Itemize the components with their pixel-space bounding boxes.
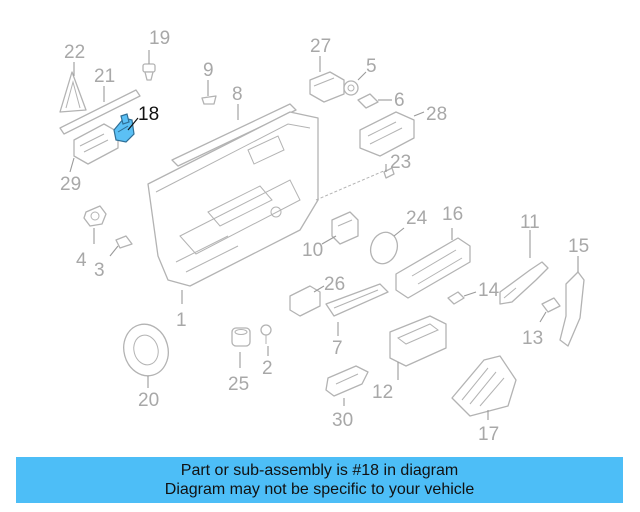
- part-25-grommet: [231, 327, 251, 347]
- part-3-cap: [115, 235, 133, 249]
- callout-15: 15: [568, 236, 589, 257]
- callout-11: 11: [520, 212, 540, 233]
- part-23-rod: [315, 167, 395, 201]
- part-10-bracket: [331, 211, 359, 245]
- callout-2: 2: [262, 358, 273, 379]
- part-27-switch: [309, 71, 345, 103]
- callout-30: 30: [332, 410, 353, 431]
- callout-23: 23: [390, 152, 411, 173]
- part-17-lower-trim: [451, 355, 517, 417]
- callout-13: 13: [522, 328, 543, 349]
- callout-29: 29: [60, 174, 81, 195]
- part-4-handle: [83, 205, 107, 227]
- banner-line-1: Part or sub-assembly is #18 in diagram: [180, 462, 459, 479]
- callout-6: 6: [394, 90, 405, 111]
- callout-24: 24: [406, 208, 428, 229]
- callout-12: 12: [372, 382, 393, 403]
- callout-7: 7: [332, 338, 343, 359]
- part-30-inner-handle: [325, 365, 369, 397]
- part-9-clip: [201, 95, 217, 105]
- part-15-vertical-trim: [559, 271, 585, 347]
- callout-28: 28: [426, 104, 447, 125]
- part-22-mirror-trim: [59, 71, 87, 113]
- callout-21: 21: [94, 66, 115, 87]
- part-28-switch-panel: [359, 111, 415, 157]
- callout-9: 9: [203, 60, 214, 81]
- banner-line-2: Diagram may not be specific to your vehi…: [164, 481, 475, 498]
- callout-26: 26: [324, 274, 345, 295]
- part-29-switch-block: [73, 123, 119, 165]
- part-20-speaker-ring: [123, 323, 169, 377]
- part-19-clip: [142, 63, 156, 81]
- callout-3: 3: [94, 260, 105, 281]
- callout-16: 16: [442, 204, 463, 225]
- part-14-small-switch: [447, 291, 465, 305]
- part-5-knob: [343, 80, 359, 96]
- part-7-pull-strip: [325, 283, 389, 317]
- callout-25: 25: [228, 374, 249, 395]
- part-12-pocket: [389, 315, 447, 367]
- callout-8: 8: [232, 84, 243, 105]
- callout-19: 19: [149, 28, 170, 49]
- info-banner: Part or sub-assembly is #18 in diagram D…: [16, 457, 623, 503]
- part-2-screw: [260, 324, 272, 344]
- callout-20: 20: [138, 390, 159, 411]
- callout-5: 5: [366, 56, 377, 77]
- part-26-switch: [289, 285, 321, 317]
- part-1-door-panel: [147, 111, 319, 287]
- callout-4: 4: [76, 250, 87, 271]
- callout-27: 27: [310, 36, 331, 57]
- part-11-handle-bracket: [499, 261, 549, 305]
- part-6-clip: [357, 93, 379, 109]
- callout-14: 14: [478, 280, 500, 301]
- part-13-clip: [541, 297, 561, 313]
- callout-1: 1: [176, 310, 187, 331]
- parts-diagram: 22 21 19 9 8 29 18 4: [59, 28, 589, 445]
- callout-22: 22: [64, 42, 85, 63]
- callout-17: 17: [478, 424, 499, 445]
- callout-10: 10: [302, 240, 323, 261]
- part-18-highlighted[interactable]: [113, 113, 135, 143]
- callout-18: 18: [138, 104, 159, 125]
- part-8-trim-strip: [171, 103, 297, 167]
- part-24-round-cover: [369, 231, 399, 265]
- part-16-armrest-base: [395, 237, 471, 299]
- part-21-weatherstrip: [59, 89, 141, 135]
